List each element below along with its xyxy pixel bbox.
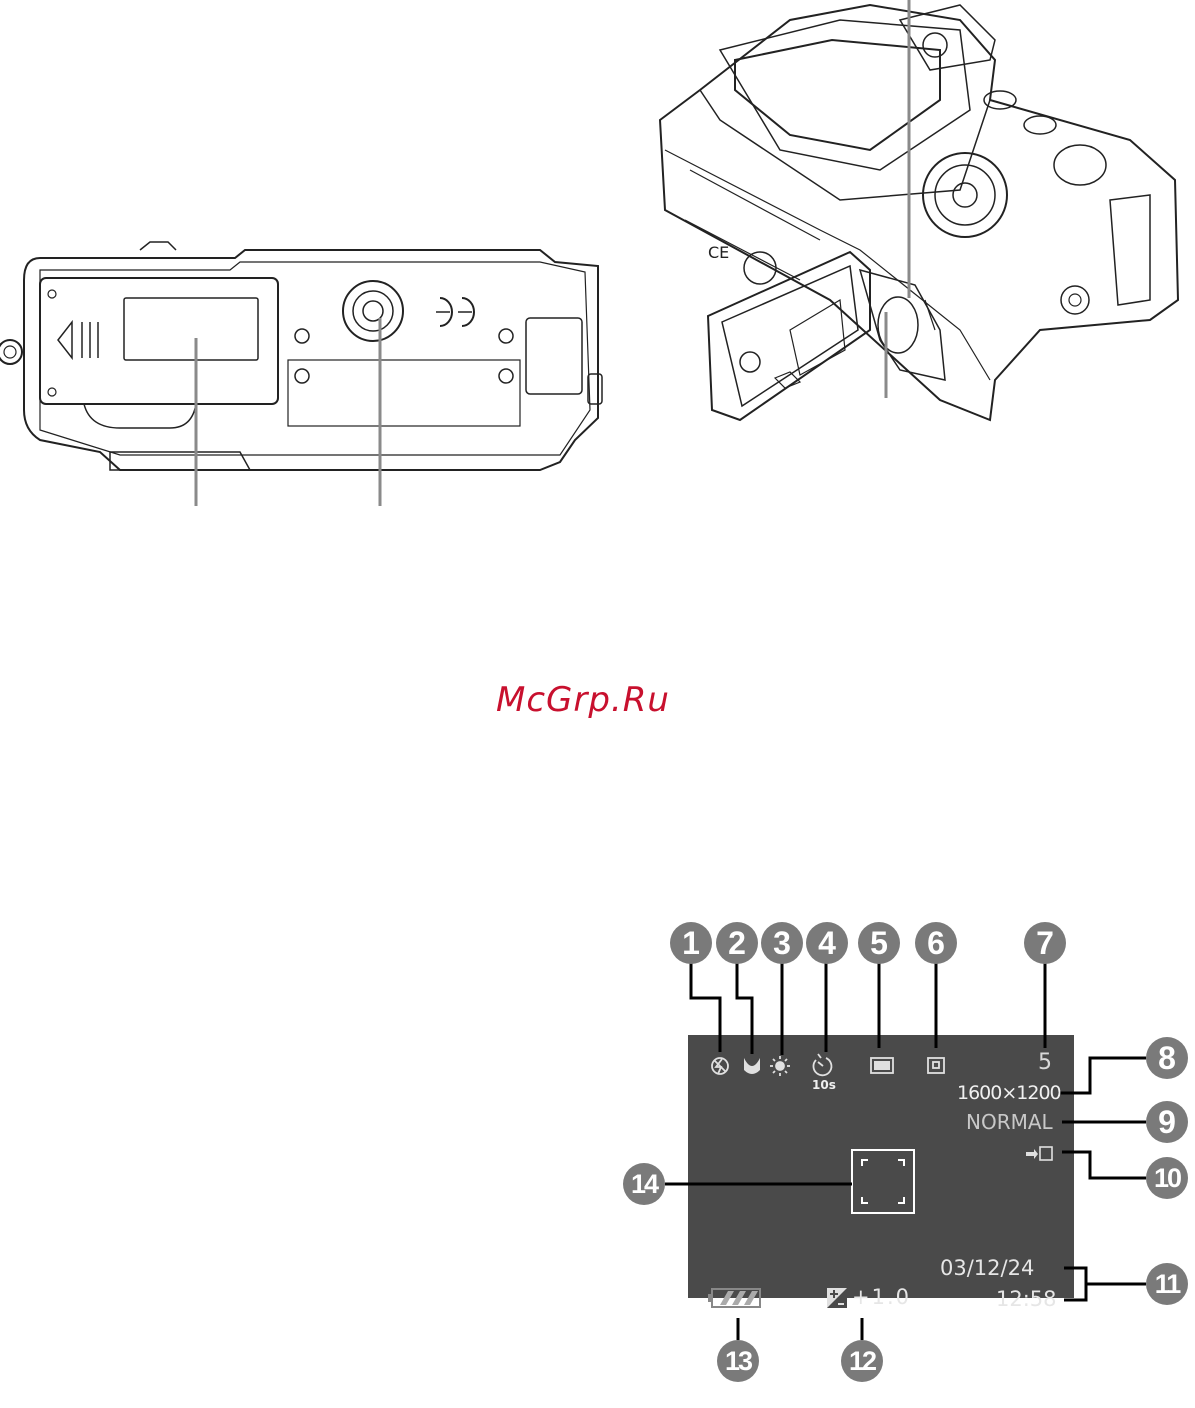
date-label: 03/12/24 — [940, 1256, 1034, 1280]
leader-lines-perspective — [886, 0, 909, 398]
callout-14: 14 — [623, 1163, 665, 1205]
callout-7: 7 — [1024, 922, 1066, 964]
shots-remaining: 5 — [1038, 1050, 1052, 1075]
callout-9: 9 — [1146, 1101, 1188, 1143]
callout-5: 5 — [858, 922, 900, 964]
callout-2: 2 — [716, 922, 758, 964]
callout-3: 3 — [761, 922, 803, 964]
svg-text:CE: CE — [708, 243, 729, 262]
callout-12: 12 — [841, 1340, 883, 1382]
callout-13: 13 — [717, 1340, 759, 1382]
callout-4: 4 — [806, 922, 848, 964]
callout-1: 1 — [670, 922, 712, 964]
callout-6: 6 — [915, 922, 957, 964]
callout-11: 11 — [1146, 1263, 1188, 1305]
camera-bottom-view — [0, 242, 602, 470]
exposure-comp-icon — [827, 1288, 847, 1308]
exposure-comp-value: +1.0 — [852, 1285, 911, 1309]
white-balance-sun-icon — [770, 1056, 790, 1076]
camera-perspective-view: CE — [660, 5, 1178, 420]
time-label: 12:58 — [996, 1287, 1057, 1311]
quality-label: NORMAL — [966, 1110, 1053, 1134]
callout-10: 10 — [1146, 1157, 1188, 1199]
callout-8: 8 — [1146, 1037, 1188, 1079]
watermark: McGrp.Ru — [496, 680, 716, 730]
self-timer-label: 10s — [812, 1078, 836, 1092]
resolution-label: 1600×1200 — [957, 1082, 1061, 1104]
